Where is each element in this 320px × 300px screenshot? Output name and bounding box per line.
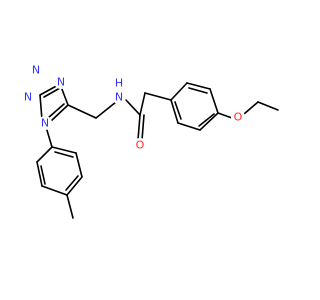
bond xyxy=(49,104,69,123)
bond xyxy=(170,99,179,124)
bond xyxy=(217,112,233,119)
bond xyxy=(186,82,211,90)
bond xyxy=(144,92,172,101)
atom-label-n: N xyxy=(115,91,123,104)
bond xyxy=(54,151,74,158)
bond xyxy=(209,88,219,114)
atom-label-n: N xyxy=(24,91,32,104)
atom-n-ring-1: N xyxy=(21,90,35,104)
atom-n-ring-4: N xyxy=(38,116,52,130)
bond xyxy=(41,185,68,196)
atom-o-carbonyl: O xyxy=(133,138,147,152)
atom-label-o: O xyxy=(234,111,243,124)
bond xyxy=(66,194,74,219)
atom-label-n: N xyxy=(41,117,49,130)
atom-n-ring-3: N xyxy=(54,75,68,89)
bond xyxy=(47,103,65,119)
bond xyxy=(66,176,83,196)
bond xyxy=(177,122,201,131)
bond xyxy=(75,152,83,178)
bond xyxy=(95,101,117,119)
bond xyxy=(36,146,53,163)
bond xyxy=(45,126,53,148)
atom-label-n: N xyxy=(57,76,65,89)
atom-o-ether: O xyxy=(231,110,245,124)
bond xyxy=(36,161,43,187)
bond xyxy=(39,94,43,121)
bond xyxy=(170,82,188,101)
bond xyxy=(51,146,77,154)
structure-svg: N N N N N H O xyxy=(21,63,279,219)
bond xyxy=(141,114,145,141)
bond xyxy=(40,165,46,185)
bond xyxy=(188,87,208,94)
bond xyxy=(257,101,279,111)
bond xyxy=(137,114,141,141)
bonds xyxy=(36,82,279,219)
atom-n-amide: N xyxy=(112,90,126,104)
atom-n-ring-2: N xyxy=(29,63,43,77)
bond xyxy=(174,101,182,120)
bond xyxy=(65,175,79,191)
atom-labels: N N N N N H O xyxy=(21,63,245,152)
bond xyxy=(125,99,141,116)
bond xyxy=(139,92,146,116)
bond xyxy=(198,113,215,127)
atom-label-h: H xyxy=(115,77,123,90)
atom-label-n: N xyxy=(32,64,40,77)
bond xyxy=(199,112,219,131)
bond xyxy=(243,101,259,115)
bond xyxy=(43,87,61,98)
bond xyxy=(67,104,97,119)
atom-h-amide: H xyxy=(113,77,125,90)
molecule-diagram: N N N N N H O xyxy=(21,63,279,219)
atom-label-o: O xyxy=(136,139,145,152)
